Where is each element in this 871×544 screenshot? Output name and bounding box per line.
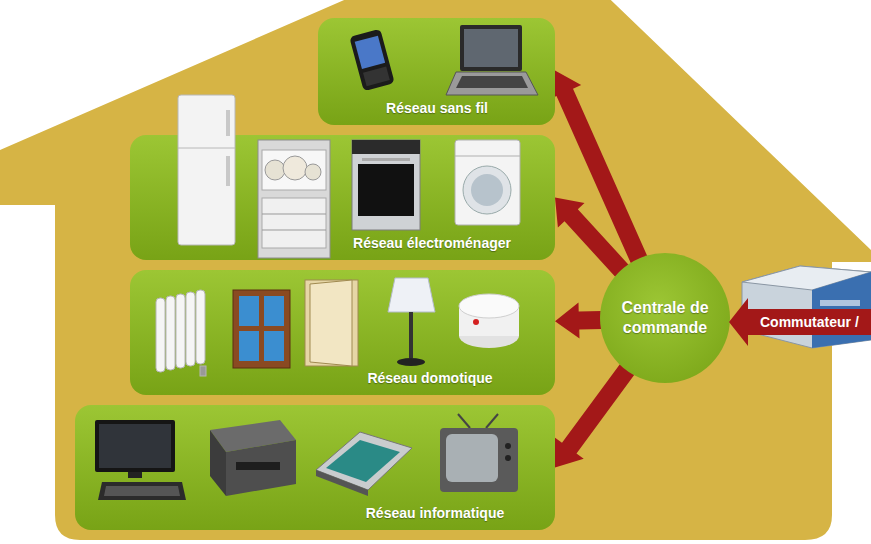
washing-machine-icon-part	[463, 166, 511, 214]
lamp-icon	[388, 278, 435, 366]
scanner-icon-part	[326, 440, 400, 482]
oven-icon	[352, 140, 420, 230]
connector-arrow	[555, 363, 635, 467]
tv-icon-part	[486, 414, 498, 428]
monitor-icon-part	[99, 424, 171, 468]
lamp-icon-part	[397, 358, 425, 366]
tv-icon-part	[458, 414, 470, 428]
dishwasher-icon-part	[283, 156, 307, 180]
scanner-icon	[316, 432, 412, 496]
fridge-icon-part	[226, 110, 230, 136]
network-label: Réseau sans fil	[386, 99, 488, 117]
oven-icon-part	[352, 140, 420, 230]
laptop-icon-part	[460, 25, 522, 71]
control-center-circle: Centrale de commande	[600, 253, 730, 383]
monitor-icon-part	[104, 486, 180, 496]
monitor-icon	[95, 420, 186, 500]
door-icon-part	[310, 280, 352, 366]
laptop-icon	[446, 25, 538, 95]
smoke-detector-icon	[459, 294, 519, 348]
lamp-icon-part	[409, 312, 413, 358]
laptop-icon-part	[464, 29, 518, 67]
radiator-icon	[156, 290, 206, 376]
network-label: Réseau domotique	[367, 369, 492, 387]
dishwasher-icon-part	[258, 140, 330, 258]
lamp-icon-part	[388, 278, 435, 312]
scanner-icon-part	[316, 470, 368, 496]
phone-icon	[349, 29, 394, 91]
dishwasher-icon	[258, 140, 330, 258]
printer-icon-part	[210, 430, 226, 496]
tv-icon-part	[446, 434, 498, 482]
door-icon-part	[305, 280, 358, 366]
window-icon-part	[239, 296, 259, 326]
fridge-icon	[178, 95, 235, 245]
network-label: Réseau informatique	[366, 504, 504, 522]
window-icon-part	[239, 331, 259, 361]
smoke-detector-icon-part	[473, 319, 479, 325]
washing-machine-icon-part	[455, 156, 520, 157]
dishwasher-icon-part	[265, 160, 285, 180]
switch-device-part	[742, 266, 871, 348]
smoke-detector-icon-part	[459, 294, 519, 318]
dishwasher-icon-part	[305, 164, 321, 180]
printer-icon	[210, 420, 296, 496]
dishwasher-icon-part	[262, 214, 326, 215]
washing-machine-icon-part	[471, 174, 503, 206]
window-icon-part	[233, 290, 290, 368]
phone-icon-part	[349, 29, 394, 91]
monitor-icon-part	[95, 420, 175, 472]
oven-icon-part	[362, 158, 410, 161]
fridge-icon-part	[226, 156, 230, 186]
tv-icon	[440, 414, 518, 492]
switch-device	[742, 266, 871, 348]
oven-icon-part	[352, 140, 420, 154]
monitor-icon-part	[98, 482, 186, 500]
laptop-icon-part	[456, 76, 528, 88]
circle-label: Centrale de commande	[613, 298, 717, 338]
window-icon-part	[264, 296, 284, 326]
network-label: Réseau électroménager	[353, 234, 511, 252]
connector-arrow	[555, 303, 602, 339]
tv-icon-part	[505, 443, 511, 449]
door-icon	[305, 280, 358, 366]
dishwasher-icon-part	[262, 230, 326, 231]
printer-icon-part	[226, 440, 296, 496]
window-icon	[233, 290, 290, 368]
phone-icon-part	[363, 67, 390, 87]
washing-machine-icon	[455, 140, 520, 225]
oven-icon-part	[358, 164, 414, 216]
tv-icon-part	[505, 455, 511, 461]
dishwasher-icon-part	[262, 198, 326, 248]
tv-icon-part	[440, 428, 518, 492]
switch-label: Commutateur /	[760, 313, 859, 331]
monitor-icon-part	[128, 472, 142, 478]
switch-device-part	[820, 300, 860, 306]
radiator-icon-part	[156, 298, 165, 372]
radiator-icon-part	[186, 292, 195, 366]
window-icon-part	[264, 331, 284, 361]
radiator-icon-part	[176, 294, 185, 368]
washing-machine-icon-part	[455, 140, 520, 225]
fridge-icon-part	[178, 148, 235, 149]
radiator-icon-part	[200, 366, 206, 376]
printer-icon-part	[236, 462, 280, 470]
radiator-icon-part	[196, 290, 205, 364]
switch-arrow	[729, 298, 871, 346]
fridge-icon-part	[178, 95, 235, 245]
radiator-icon-part	[166, 296, 175, 370]
laptop-icon-part	[446, 72, 538, 95]
connector-arrow	[555, 198, 629, 278]
dishwasher-icon-part	[262, 150, 326, 190]
phone-icon-part	[355, 36, 385, 69]
